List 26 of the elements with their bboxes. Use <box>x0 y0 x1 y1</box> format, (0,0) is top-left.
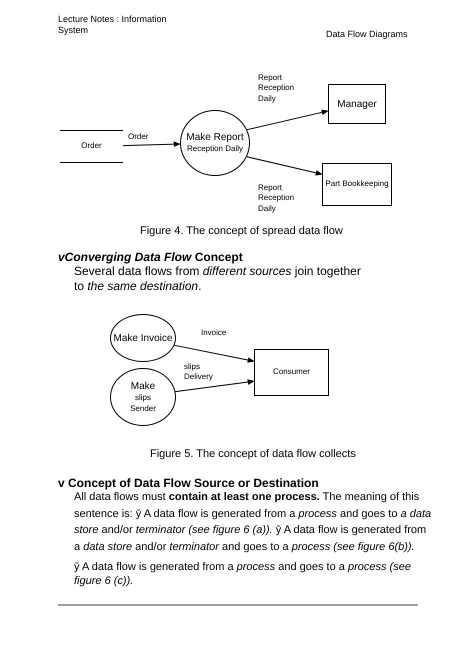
header-text: Lecture Notes : Information System <box>58 14 168 36</box>
figure-caption: Figure 5. The concept of data flow collects <box>150 448 357 462</box>
arrow <box>122 141 181 147</box>
paragraph: Several data flows from different sources join together to the same destination. <box>74 264 362 294</box>
entity-box: Manager <box>328 84 386 124</box>
paragraph: All data flows must contain at least one process. The meaning of this sentence is: ȳ A data flow is generated from a process and goes to a data store and/or terminator (see figure 6 (a)). ȳ A data flow is generated from a data store and/or terminator and goes to a process (see figure 6(b)). <box>74 490 432 554</box>
edge-label: Invoice <box>201 328 228 338</box>
process-ellipse: Make slips Sender <box>110 368 176 426</box>
edge-label: slips Delivery <box>184 362 214 383</box>
entity-box: Consumer <box>254 349 329 396</box>
arrow <box>246 156 323 176</box>
arrow <box>246 110 329 130</box>
process-ellipse: Make Invoice <box>110 314 176 362</box>
entity-box: Part Bookkeeping <box>322 163 392 206</box>
paragraph: ȳ A data flow is generated from a process and goes to a process (see figure 6 (c)). <box>74 561 412 588</box>
arrow <box>174 379 255 392</box>
edge-label: Report Reception Daily <box>258 73 296 104</box>
edge-label: Report Reception Daily <box>258 183 296 214</box>
section-heading: vConverging Data Flow Concept <box>58 250 244 265</box>
arrow <box>174 344 255 363</box>
process-ellipse: Make Report Reception Daily <box>180 110 250 176</box>
figure-caption: Figure 4. The concept of spread data flow <box>140 225 344 239</box>
data-store: Order <box>60 130 123 163</box>
header-text: Data Flow Diagrams <box>326 29 409 40</box>
edge-label: Order <box>128 132 150 142</box>
section-heading: v Concept of Data Flow Source or Destination <box>58 476 320 491</box>
